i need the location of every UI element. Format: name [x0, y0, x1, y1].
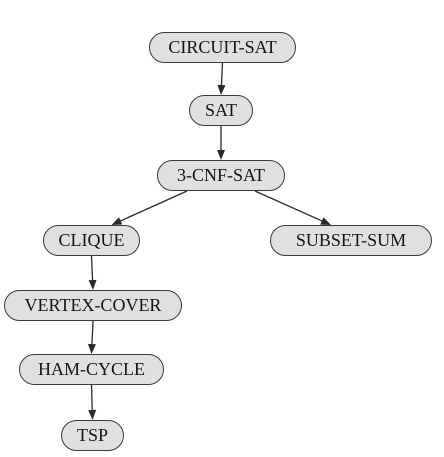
edge-sat-to-cnf-sat [217, 126, 225, 160]
edge-ham-cycle-to-tsp [88, 384, 97, 420]
edge-vertex-cover-to-ham-cycle [87, 320, 96, 354]
node-sat: SAT [189, 95, 253, 126]
edge-circuit-sat-to-sat [217, 62, 226, 95]
edge-clique-to-vertex-cover [88, 255, 97, 290]
edge-line [90, 384, 93, 412]
arrowhead-icon [88, 409, 97, 420]
edge-cnf-sat-to-clique [111, 190, 188, 225]
node-subset-sum: SUBSET-SUM [270, 225, 432, 256]
arrowhead-icon [87, 343, 96, 354]
node-ham-cycle: HAM-CYCLE [19, 354, 164, 385]
edge-line [91, 320, 94, 346]
arrowhead-icon [88, 279, 97, 290]
node-tsp: TSP [61, 420, 124, 451]
edge-line [90, 255, 94, 282]
edge-line [254, 190, 324, 222]
edge-line [119, 190, 188, 222]
arrowhead-icon [111, 217, 123, 225]
edge-line [220, 62, 224, 87]
node-3-cnf-sat: 3-CNF-SAT [157, 160, 285, 191]
node-vertex-cover: VERTEX-COVER [4, 290, 182, 321]
arrowhead-icon [217, 150, 225, 160]
arrowhead-icon [320, 217, 331, 225]
node-circuit-sat: CIRCUIT-SAT [149, 32, 296, 63]
node-clique: CLIQUE [43, 225, 140, 256]
edge-cnf-sat-to-subset-sum [254, 190, 331, 225]
arrowhead-icon [217, 84, 226, 95]
